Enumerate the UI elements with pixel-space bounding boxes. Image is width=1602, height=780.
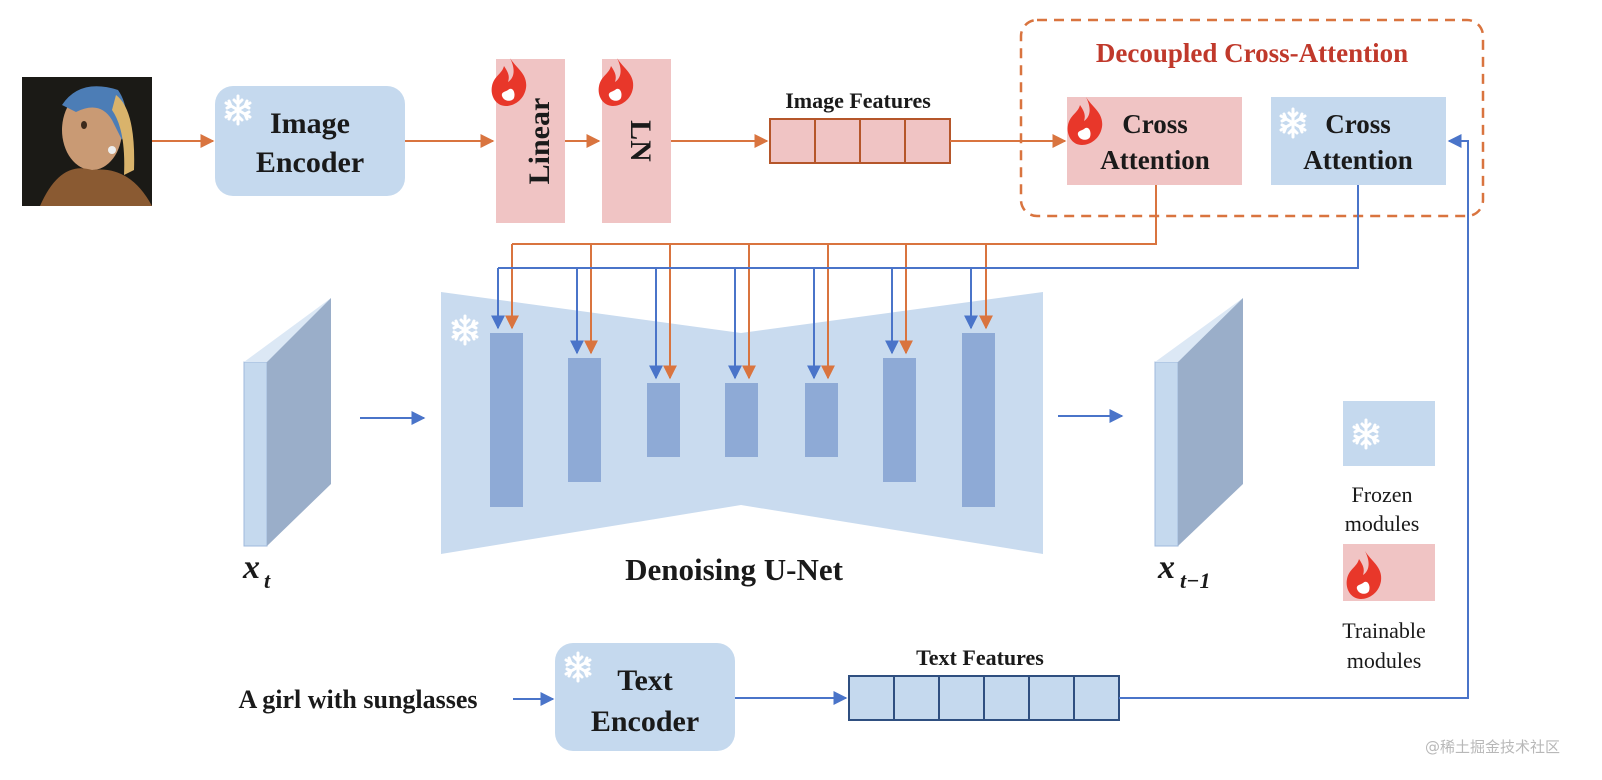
layernorm-block: LN — [598, 58, 671, 223]
unet-layer-block — [568, 358, 601, 482]
image-features-label: Image Features — [785, 88, 931, 113]
denoising-unet-body — [441, 292, 1043, 554]
unet-layer-block — [883, 358, 916, 482]
unet-layer-block — [647, 383, 680, 457]
image-encoder-label-line1: Image — [270, 107, 350, 140]
image-feature-token — [904, 118, 951, 164]
latent-xt-slab — [243, 298, 331, 547]
cross-attention-frozen-block: Cross Attention — [1271, 97, 1446, 185]
xt1-label: x — [1157, 549, 1175, 586]
image-feature-token — [814, 118, 861, 164]
latent-xt1-slab — [1154, 298, 1243, 547]
image-features-tokens — [769, 118, 951, 164]
unet-layer-block — [490, 333, 523, 507]
ln-label: LN — [624, 120, 657, 162]
cross-attention-frozen-line1: Cross — [1325, 109, 1391, 139]
frozen-attention-connections — [491, 185, 1359, 380]
text-encoder-label-line2: Encoder — [591, 705, 699, 738]
image-encoder-block: Image Encoder — [215, 86, 405, 196]
arrow-text-features-to-frozen-cross-attention — [1119, 134, 1469, 699]
decoupled-cross-attention-frame — [1019, 18, 1485, 218]
xt-subscript: t — [264, 568, 271, 593]
watermark-text: @稀土掘金技术社区 — [1425, 738, 1560, 756]
legend-trainable-line2: modules — [1347, 648, 1422, 673]
linear-block: Linear — [491, 58, 565, 223]
legend-trainable-line1: Trainable — [1342, 618, 1426, 643]
legend: Frozen modules Trainable modules — [1342, 401, 1435, 673]
text-feature-token — [848, 675, 895, 721]
image-feature-token — [859, 118, 906, 164]
text-feature-token — [893, 675, 940, 721]
text-feature-token — [1028, 675, 1075, 721]
text-encoder-block: Text Encoder — [555, 643, 735, 751]
legend-frozen-line2: modules — [1345, 511, 1420, 536]
legend-frozen-line1: Frozen — [1351, 482, 1412, 507]
text-feature-token — [983, 675, 1030, 721]
text-features-tokens — [848, 675, 1120, 721]
prompt-text: A girl with sunglasses — [238, 685, 477, 714]
xt1-subscript: t−1 — [1180, 568, 1210, 593]
input-portrait-image — [22, 77, 152, 206]
text-feature-token — [938, 675, 985, 721]
legend-frozen-swatch — [1343, 401, 1435, 466]
cross-attention-frozen-line2: Attention — [1303, 145, 1413, 175]
trainable-attention-connections — [505, 185, 1157, 380]
text-encoder-label-line1: Text — [617, 664, 673, 697]
image-feature-token — [769, 118, 816, 164]
linear-label: Linear — [523, 98, 556, 185]
text-feature-token — [1073, 675, 1120, 721]
unet-layer-block — [805, 383, 838, 457]
unet-layer-block — [962, 333, 995, 507]
xt-label: x — [242, 549, 260, 586]
text-features-label: Text Features — [916, 645, 1044, 670]
decoupled-cross-attention-title: Decoupled Cross-Attention — [1096, 38, 1408, 68]
image-encoder-label-line2: Encoder — [256, 146, 364, 179]
unet-layer-block — [725, 383, 758, 457]
cross-attention-trainable-block: Cross Attention — [1067, 97, 1242, 185]
cross-attention-trainable-line2: Attention — [1100, 145, 1210, 175]
unet-label: Denoising U-Net — [625, 552, 844, 587]
cross-attention-trainable-line1: Cross — [1122, 109, 1188, 139]
